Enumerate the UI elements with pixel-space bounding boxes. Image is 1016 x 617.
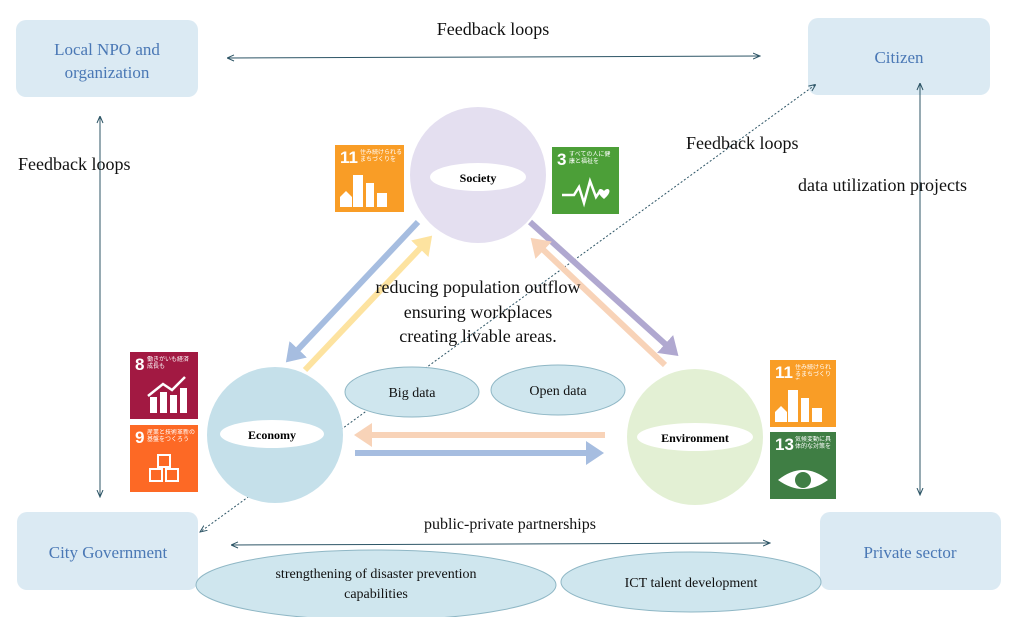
data-utilization-label: data utilization projects: [798, 175, 967, 195]
sphere-label: Environment: [661, 431, 729, 445]
feedback-arrow-top: [228, 56, 760, 58]
feedback-label-left: Feedback loops: [18, 154, 130, 174]
sdg-number: 11: [775, 363, 793, 382]
sdg-13-icon: 13 気候変動に具体的な対策を: [770, 432, 836, 499]
sdg-goal-text: すべての人に健康と福祉を: [569, 151, 611, 165]
sdg-goal-text: 気候変動に具体的な対策を: [795, 436, 832, 450]
open-data-oval: Open data: [490, 364, 626, 416]
node-label: Citizen: [874, 48, 924, 67]
sdg-11-icon: 11 住み続けられるまちづくりを: [770, 360, 836, 427]
oval-label: Open data: [529, 384, 587, 399]
center-text-line: ensuring workplaces: [404, 302, 552, 322]
node-citizen: Citizen: [808, 18, 990, 95]
oval-label: Big data: [388, 386, 436, 401]
sdg-number: 13: [775, 435, 794, 454]
society-to-economy-arrow: [285, 219, 421, 363]
sdg-goal-text: 住み続けられるまちづくりを: [360, 149, 402, 163]
sdg-goal-text: 産業と技術革新の基盤をつくろう: [147, 429, 195, 443]
node-label: City Government: [49, 543, 168, 562]
disaster-prevention-oval: strengthening of disaster prevention cap…: [195, 549, 557, 617]
center-text-line: reducing population outflow: [376, 277, 581, 297]
sdg-8-icon: 8 働きがいも経済成長も: [130, 352, 198, 419]
node-label: Local NPO and: [54, 40, 160, 59]
sdg-9-icon: 9 産業と技術革新の基盤をつくろう: [130, 425, 198, 492]
sdg-goal-text: 住み続けられるまちづくりを: [795, 364, 832, 380]
node-label: Private sector: [864, 543, 957, 562]
partnership-arrow: [232, 543, 770, 545]
environment-to-society-arrow: [530, 237, 668, 368]
oval-label: strengthening of disaster prevention: [275, 567, 476, 582]
feedback-label-diagonal: Feedback loops: [686, 133, 798, 153]
sdg-3-icon: 3 すべての人に健康と福祉を: [552, 147, 619, 214]
node-private-sector: Private sector: [820, 512, 1001, 590]
sphere-society: Society: [410, 107, 546, 243]
sphere-economy: Economy: [207, 367, 343, 503]
economy-to-society-arrow: [302, 235, 433, 373]
center-text-line: creating livable areas.: [399, 326, 556, 346]
big-data-oval: Big data: [344, 366, 480, 418]
oval-label: capabilities: [344, 587, 408, 602]
sdg-goal-text: 働きがいも経済成長も: [147, 356, 190, 370]
society-to-environment-arrow: [527, 219, 679, 357]
sdg-number: 11: [340, 148, 358, 167]
sdg-number: 9: [135, 428, 144, 447]
node-label: organization: [65, 63, 150, 82]
oval-label: ICT talent development: [625, 576, 758, 591]
ict-talent-oval: ICT talent development: [560, 551, 822, 613]
public-private-label: public-private partnerships: [424, 516, 596, 533]
sdg-number: 3: [557, 150, 566, 169]
sphere-label: Society: [460, 171, 497, 185]
feedback-label-top: Feedback loops: [437, 19, 549, 39]
sphere-environment: Environment: [627, 369, 763, 505]
node-city-government: City Government: [17, 512, 198, 590]
sphere-label: Economy: [248, 428, 296, 442]
sdg-11-icon: 11 住み続けられるまちづくりを: [335, 145, 404, 212]
sdg-number: 8: [135, 355, 144, 374]
node-local-npo: Local NPO and organization: [16, 20, 198, 97]
